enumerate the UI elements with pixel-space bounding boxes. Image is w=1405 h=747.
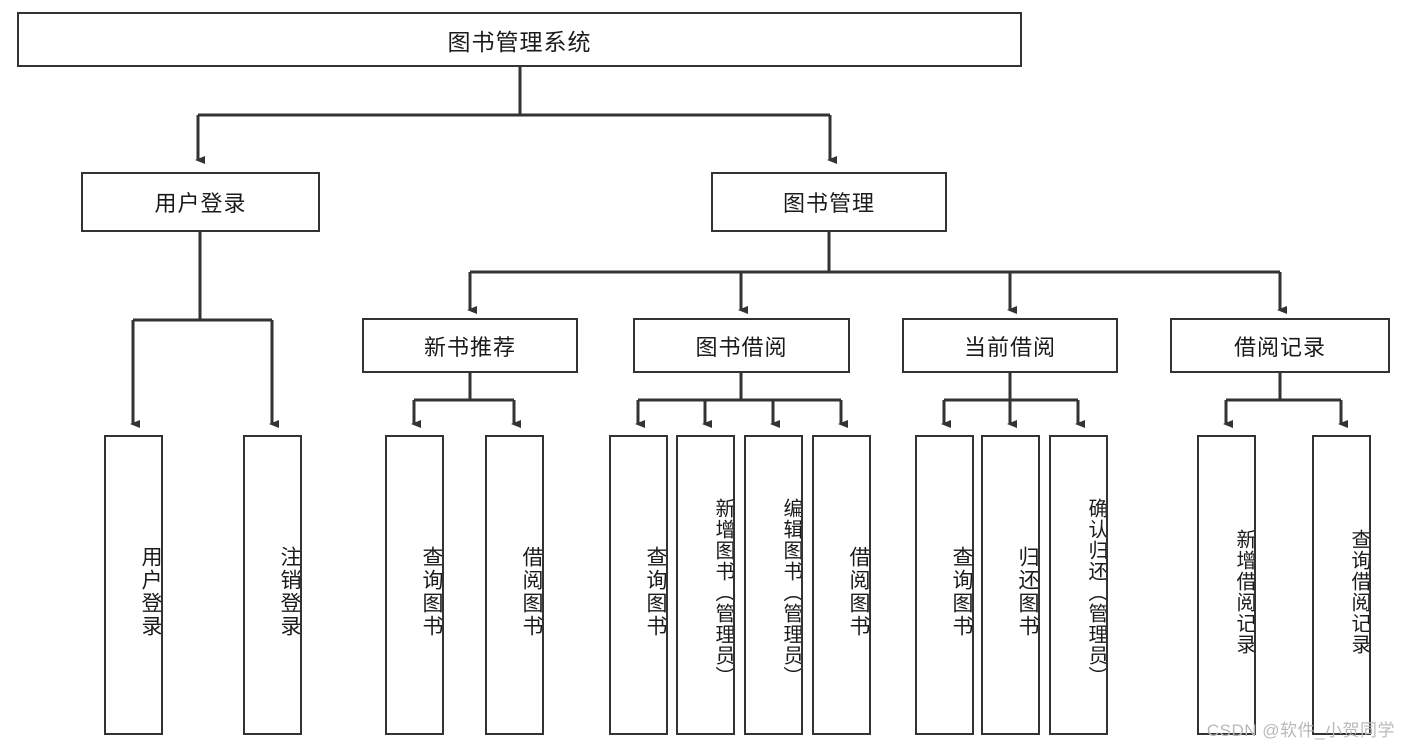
leaf-user-login-login[interactable]: 用户登录	[104, 435, 163, 735]
leaf-new-book-query[interactable]: 查询图书	[385, 435, 444, 735]
node-book-management[interactable]: 图书管理	[711, 172, 947, 232]
leaf-book-borrow-edit[interactable]: 编辑图书（管理员）	[744, 435, 803, 735]
csdn-watermark: CSDN @软件_小贺同学	[1206, 721, 1395, 740]
node-new-book-recommend[interactable]: 新书推荐	[362, 318, 578, 373]
node-current-borrow[interactable]: 当前借阅	[902, 318, 1118, 373]
leaf-current-borrow-query[interactable]: 查询图书	[915, 435, 974, 735]
leaf-current-borrow-confirm[interactable]: 确认归还（管理员）	[1049, 435, 1108, 735]
node-borrow-record[interactable]: 借阅记录	[1170, 318, 1390, 373]
node-root-system[interactable]: 图书管理系统	[17, 12, 1022, 67]
leaf-borrow-record-query[interactable]: 查询借阅记录	[1312, 435, 1371, 735]
leaf-borrow-record-add[interactable]: 新增借阅记录	[1197, 435, 1256, 735]
leaf-book-borrow-query[interactable]: 查询图书	[609, 435, 668, 735]
leaf-new-book-borrow[interactable]: 借阅图书	[485, 435, 544, 735]
node-user-login[interactable]: 用户登录	[81, 172, 320, 232]
leaf-current-borrow-return[interactable]: 归还图书	[981, 435, 1040, 735]
node-book-borrow[interactable]: 图书借阅	[633, 318, 850, 373]
leaf-book-borrow-borrow[interactable]: 借阅图书	[812, 435, 871, 735]
leaf-book-borrow-add[interactable]: 新增图书（管理员）	[676, 435, 735, 735]
leaf-user-login-logout[interactable]: 注销登录	[243, 435, 302, 735]
